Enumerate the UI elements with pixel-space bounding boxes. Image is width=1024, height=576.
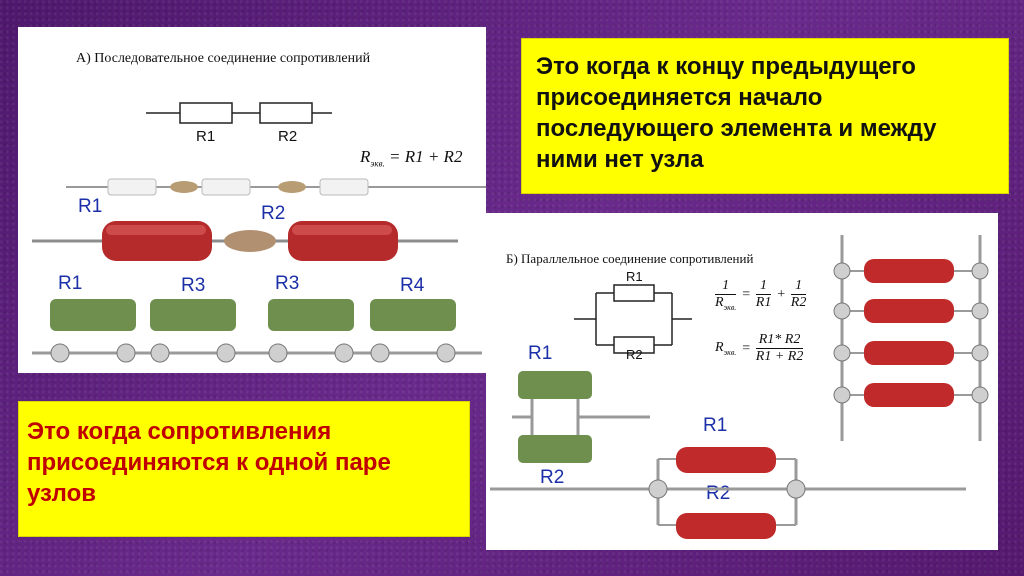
schematic-label-r1: R1 xyxy=(196,128,216,145)
parallel-red-resistors xyxy=(490,447,966,539)
f2-num: R1* R2 xyxy=(755,332,804,349)
f2-lhs-sub: экв. xyxy=(723,347,737,357)
series-definition-text: Это когда к концу предыдущего присоединя… xyxy=(536,53,937,173)
green-label-r3a: R3 xyxy=(181,275,206,296)
parallel-definition-text: Это когда сопротивления присоединяются к… xyxy=(27,418,391,507)
parallel-connection-panel: Б) Параллельное соединение сопротивлений… xyxy=(486,213,998,550)
formula-rhs: = R1 + R2 xyxy=(388,147,463,166)
f1-lhs-sub: экв. xyxy=(723,302,737,312)
green-label-r1: R1 xyxy=(58,273,83,294)
small-resistor-strip xyxy=(66,178,486,196)
series-green-resistors xyxy=(32,299,482,363)
f1-lhs-den: R xyxy=(715,295,724,310)
par-schematic-label-r2: R2 xyxy=(626,347,643,362)
series-connection-panel: А) Последовательное соединение сопротивл… xyxy=(18,27,486,373)
schematic-label-r2: R2 xyxy=(278,128,298,145)
parallel-ladder-resistors xyxy=(833,235,989,441)
f1-lhs-num: 1 xyxy=(715,278,737,295)
red-label-r2: R2 xyxy=(261,203,286,224)
red-label-r1: R1 xyxy=(78,196,103,217)
f1-t1-num: 1 xyxy=(755,278,772,296)
par-red-label-r1: R1 xyxy=(703,415,728,436)
f1-t2-num: 1 xyxy=(790,278,807,296)
series-formula: Rэкв. = R1 + R2 xyxy=(360,147,462,168)
green-label-r4: R4 xyxy=(400,275,425,296)
f2-lhs: R xyxy=(715,340,724,356)
series-caption: А) Последовательное соединение сопротивл… xyxy=(76,51,371,66)
formula-lhs: R xyxy=(360,147,371,166)
formula-lhs-sub: экв. xyxy=(370,158,385,169)
f1-t2-den: R2 xyxy=(790,295,807,311)
f1-t1-den: R1 xyxy=(755,295,772,311)
series-definition-callout: Это когда к концу предыдущего присоединя… xyxy=(521,38,1009,194)
parallel-schematic xyxy=(574,284,692,354)
parallel-green-resistors xyxy=(512,371,650,463)
par-green-label-r1: R1 xyxy=(528,343,553,364)
f2-den: R1 + R2 xyxy=(755,349,804,364)
par-green-label-r2: R2 xyxy=(540,467,565,488)
par-schematic-label-r1: R1 xyxy=(626,269,643,284)
parallel-definition-callout: Это когда сопротивления присоединяются к… xyxy=(18,401,470,537)
series-schematic xyxy=(146,102,332,124)
series-red-resistors xyxy=(32,221,458,261)
green-label-r3b: R3 xyxy=(275,273,300,294)
parallel-caption: Б) Параллельное соединение сопротивлений xyxy=(506,251,754,266)
